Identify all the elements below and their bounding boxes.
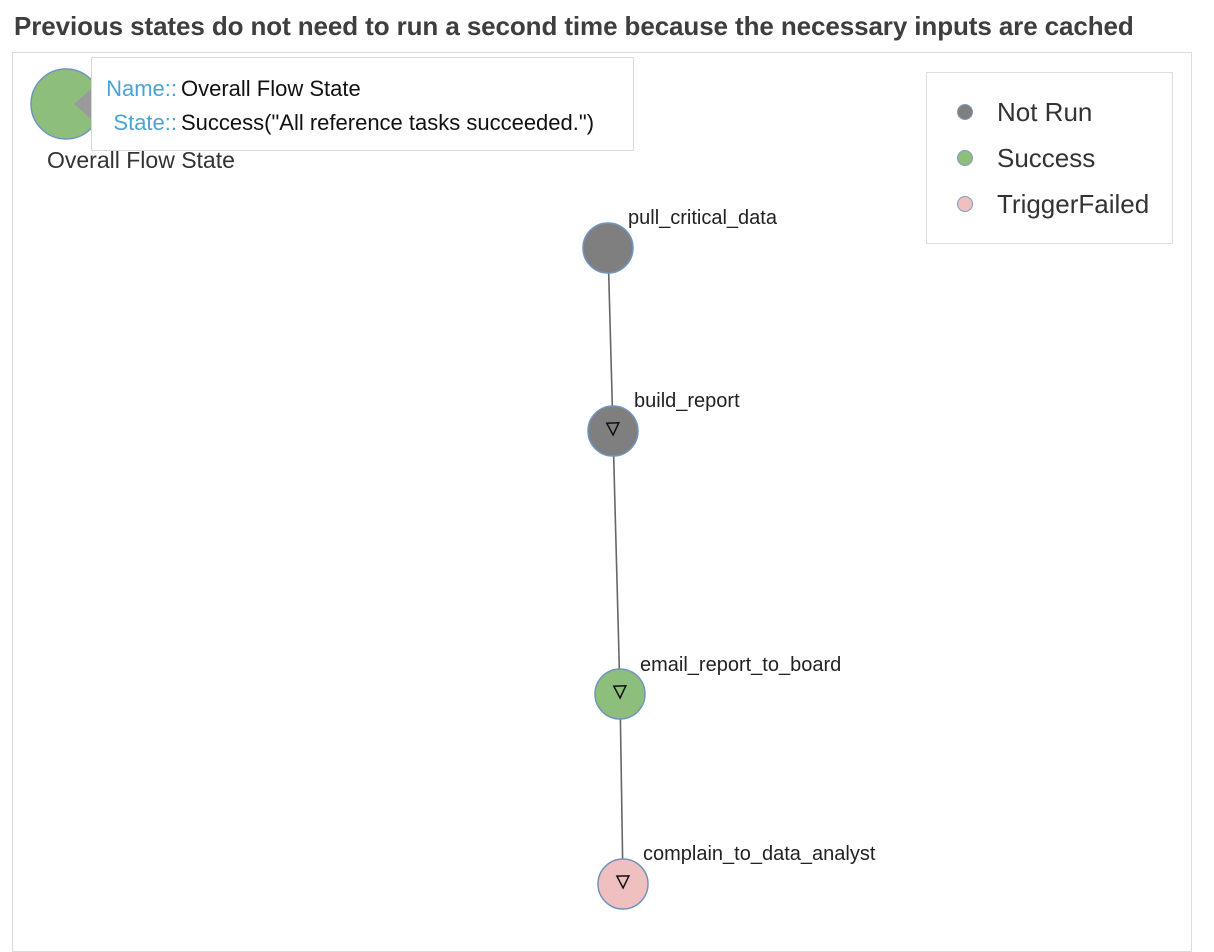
node-email_report_to_board[interactable]: email_report_to_board	[594, 654, 841, 720]
legend-swatch-icon	[957, 150, 973, 166]
tooltip-pointer	[74, 88, 92, 120]
node-circle[interactable]	[582, 222, 634, 274]
tooltip-state-value: Success("All reference tasks succeeded."…	[181, 110, 595, 135]
node-label: build_report	[634, 390, 740, 412]
node-label: pull_critical_data	[628, 207, 778, 229]
page-title: Previous states do not need to run a sec…	[14, 11, 1134, 41]
legend-item-not-run: Not Run	[957, 97, 1092, 127]
node-circle[interactable]	[594, 668, 646, 720]
tooltip-state-key: State::	[113, 110, 177, 135]
tooltip-state-row: State::Success("All reference tasks succ…	[98, 110, 594, 136]
arrowhead-icon	[612, 685, 627, 700]
legend-label: Not Run	[997, 96, 1093, 127]
arrowhead-icon	[615, 875, 631, 890]
node-tooltip: Name::Overall Flow State State::Success(…	[91, 57, 634, 151]
legend-swatch-icon	[957, 196, 973, 212]
tooltip-name-value: Overall Flow State	[181, 76, 361, 101]
edge-build_report-to-email_report_to_board	[612, 430, 621, 695]
legend-label: TriggerFailed	[997, 188, 1150, 219]
node-label: email_report_to_board	[640, 654, 841, 676]
legend-item-triggerfailed: TriggerFailed	[957, 189, 1149, 219]
node-label: complain_to_data_analyst	[643, 843, 876, 865]
legend-swatch-icon	[957, 104, 973, 120]
overall-state-label: Overall Flow State	[47, 147, 235, 173]
nodes-layer: pull_critical_data build_report email_repo…	[582, 207, 876, 910]
legend-label: Success	[997, 142, 1096, 173]
node-circle[interactable]	[597, 858, 649, 910]
node-complain_to_data_analyst[interactable]: complain_to_data_analyst	[597, 843, 876, 910]
overall-flow-state-node[interactable]: Overall Flow State	[30, 68, 235, 173]
edge-email_report_to_board-to-complain_to_data_analyst	[619, 693, 624, 885]
edge-pull_critical_data-to-build_report	[607, 247, 614, 432]
legend-item-success: Success	[957, 143, 1095, 173]
tooltip-name-key: Name::	[106, 76, 177, 101]
tooltip-name-row: Name::Overall Flow State	[98, 76, 361, 102]
node-circle[interactable]	[587, 405, 639, 457]
edges-layer	[607, 247, 624, 885]
legend: Not Run Success TriggerFailed	[926, 72, 1173, 244]
node-pull_critical_data[interactable]: pull_critical_data	[582, 207, 778, 274]
arrowhead-icon	[605, 422, 620, 437]
node-build_report[interactable]: build_report	[587, 390, 740, 457]
